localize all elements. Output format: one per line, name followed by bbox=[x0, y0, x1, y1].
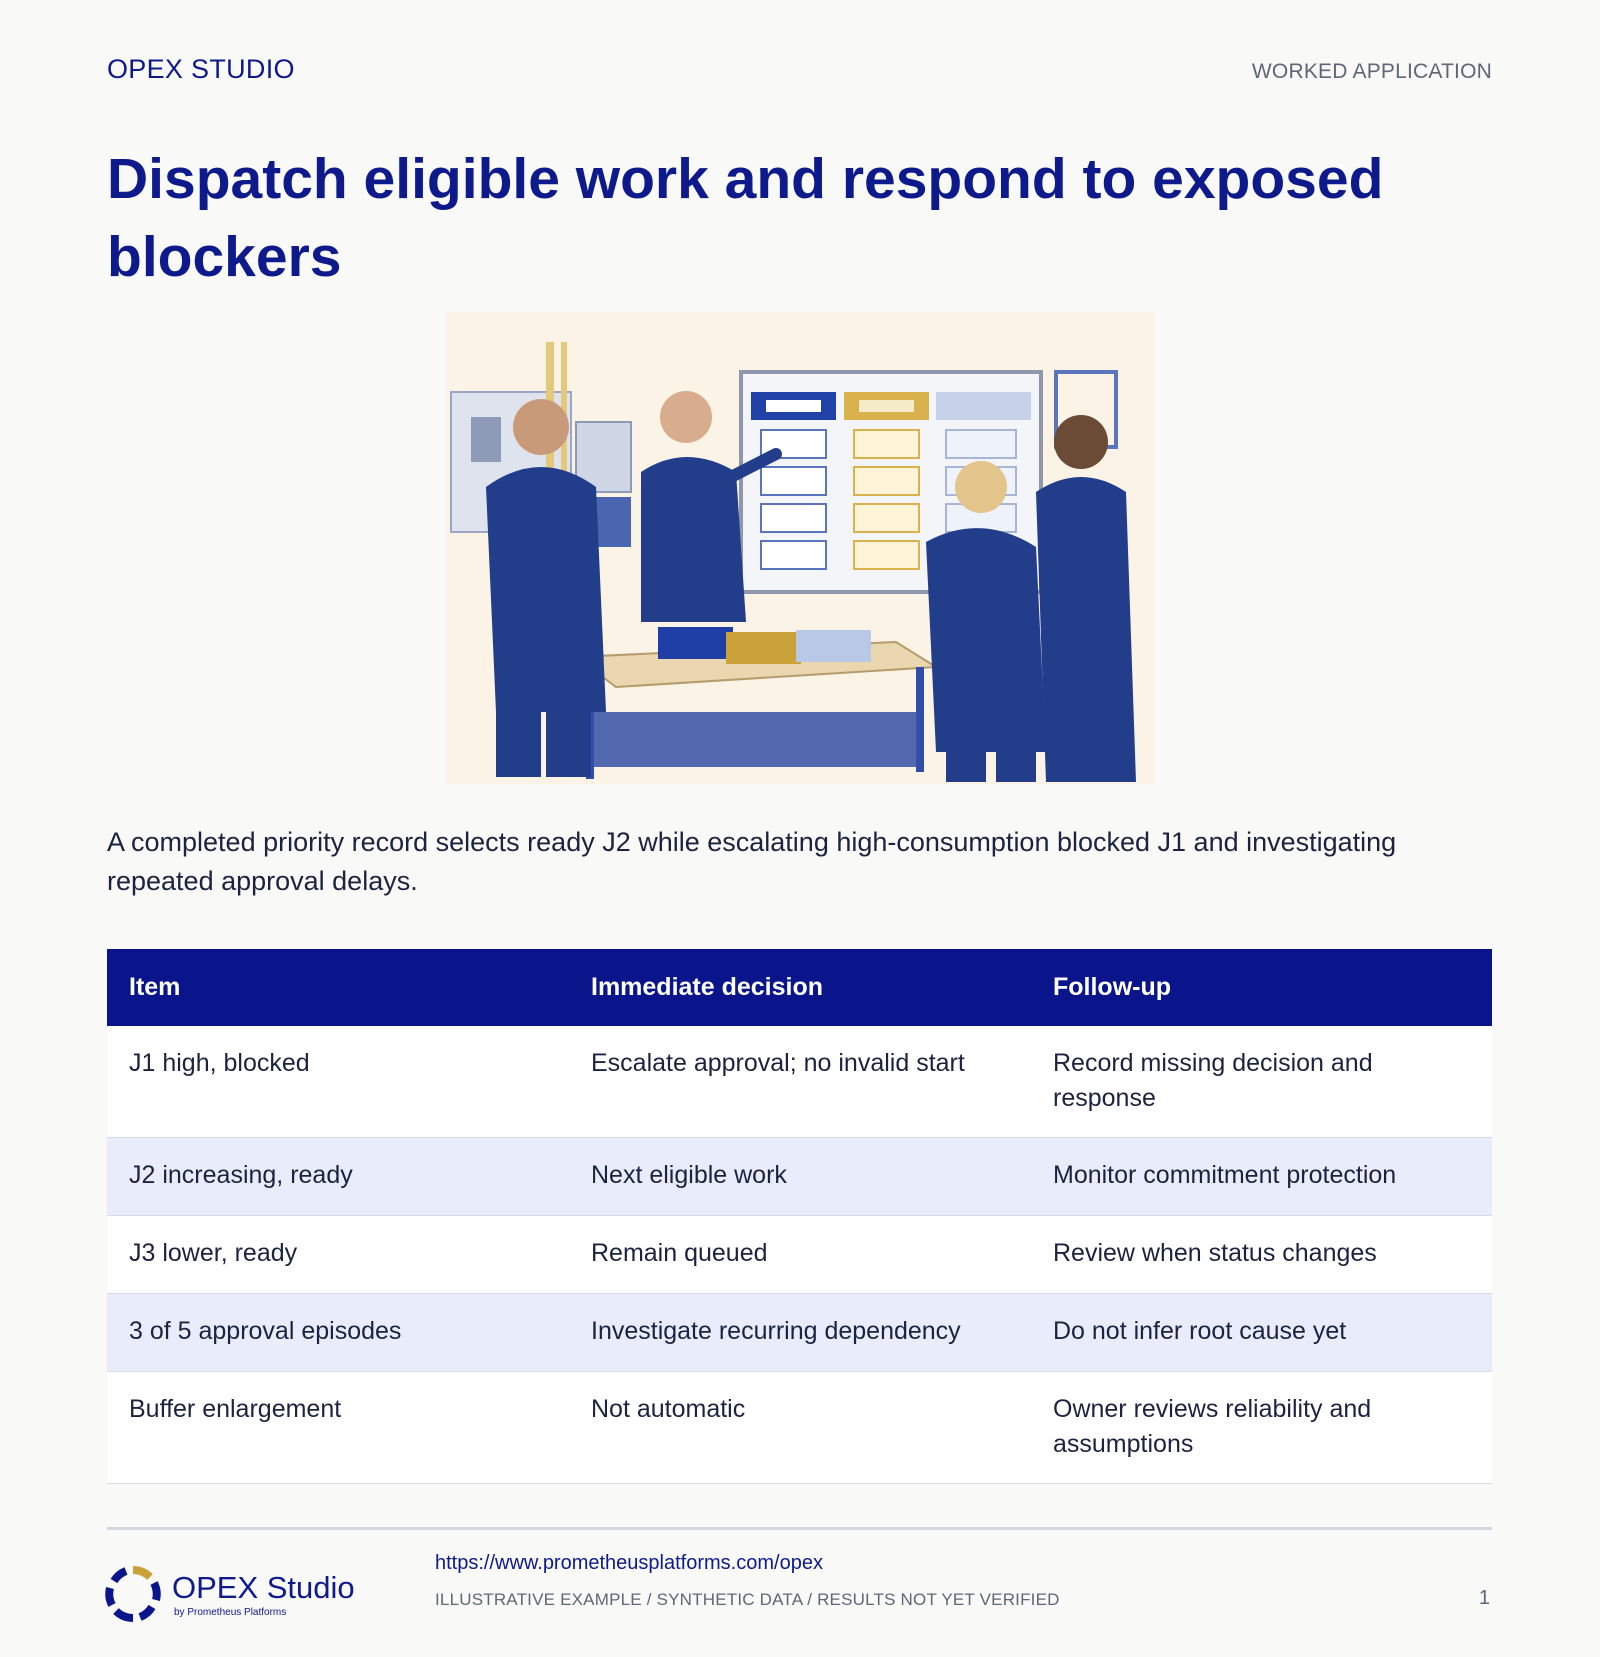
decision-table: Item Immediate decision Follow-up J1 hig… bbox=[107, 949, 1492, 1484]
cell-follow-up: Owner reviews reliability and assumption… bbox=[1053, 1395, 1372, 1458]
footer-url-link[interactable]: https://www.prometheusplatforms.com/opex bbox=[435, 1552, 823, 1574]
footer-brand: OPEX Studio bbox=[172, 1570, 355, 1605]
column-header-item: Item bbox=[129, 973, 181, 1001]
table-row: 3 of 5 approval episodes Investigate rec… bbox=[107, 1294, 1492, 1372]
cell-follow-up: Do not infer root cause yet bbox=[1053, 1317, 1347, 1345]
cell-follow-up: Monitor commitment protection bbox=[1053, 1161, 1397, 1189]
cell-item: J1 high, blocked bbox=[129, 1049, 310, 1077]
footer-brand-sub: by Prometheus Platforms bbox=[174, 1607, 287, 1618]
header-brand: OPEX STUDIO bbox=[107, 54, 295, 84]
cell-item: J2 increasing, ready bbox=[129, 1161, 353, 1189]
cell-follow-up: Review when status changes bbox=[1053, 1239, 1377, 1267]
column-header-immediate-decision: Immediate decision bbox=[591, 973, 824, 1001]
cell-item: J3 lower, ready bbox=[129, 1239, 298, 1267]
cell-follow-up: Record missing decision and response bbox=[1053, 1049, 1373, 1112]
team-at-priority-board-illustration bbox=[446, 312, 1154, 784]
section-label: WORKED APPLICATION bbox=[1251, 60, 1492, 83]
cell-immediate-decision: Investigate recurring dependency bbox=[591, 1317, 961, 1345]
cell-item: 3 of 5 approval episodes bbox=[129, 1317, 402, 1345]
table-row: J3 lower, ready Remain queued Review whe… bbox=[107, 1216, 1492, 1294]
cell-immediate-decision: Escalate approval; no invalid start bbox=[591, 1049, 965, 1077]
table-header: Item Immediate decision Follow-up bbox=[107, 949, 1492, 1026]
opex-logo-icon bbox=[105, 1566, 161, 1622]
table-row: J1 high, blocked Escalate approval; no i… bbox=[107, 1026, 1492, 1138]
column-header-follow-up: Follow-up bbox=[1053, 973, 1172, 1001]
footer-disclaimer: ILLUSTRATIVE EXAMPLE / SYNTHETIC DATA / … bbox=[435, 1590, 1060, 1609]
lead-paragraph: A completed priority record selects read… bbox=[107, 827, 1397, 896]
page-number: 1 bbox=[1478, 1587, 1490, 1609]
cell-immediate-decision: Remain queued bbox=[591, 1239, 768, 1267]
table-row: J2 increasing, ready Next eligible work … bbox=[107, 1138, 1492, 1216]
cell-immediate-decision: Next eligible work bbox=[591, 1161, 787, 1189]
footer-divider bbox=[107, 1527, 1492, 1530]
cell-item: Buffer enlargement bbox=[129, 1395, 342, 1423]
page-title: Dispatch eligible work and respond to ex… bbox=[107, 147, 1384, 289]
table-row: Buffer enlargement Not automatic Owner r… bbox=[107, 1372, 1492, 1484]
cell-immediate-decision: Not automatic bbox=[591, 1395, 746, 1423]
